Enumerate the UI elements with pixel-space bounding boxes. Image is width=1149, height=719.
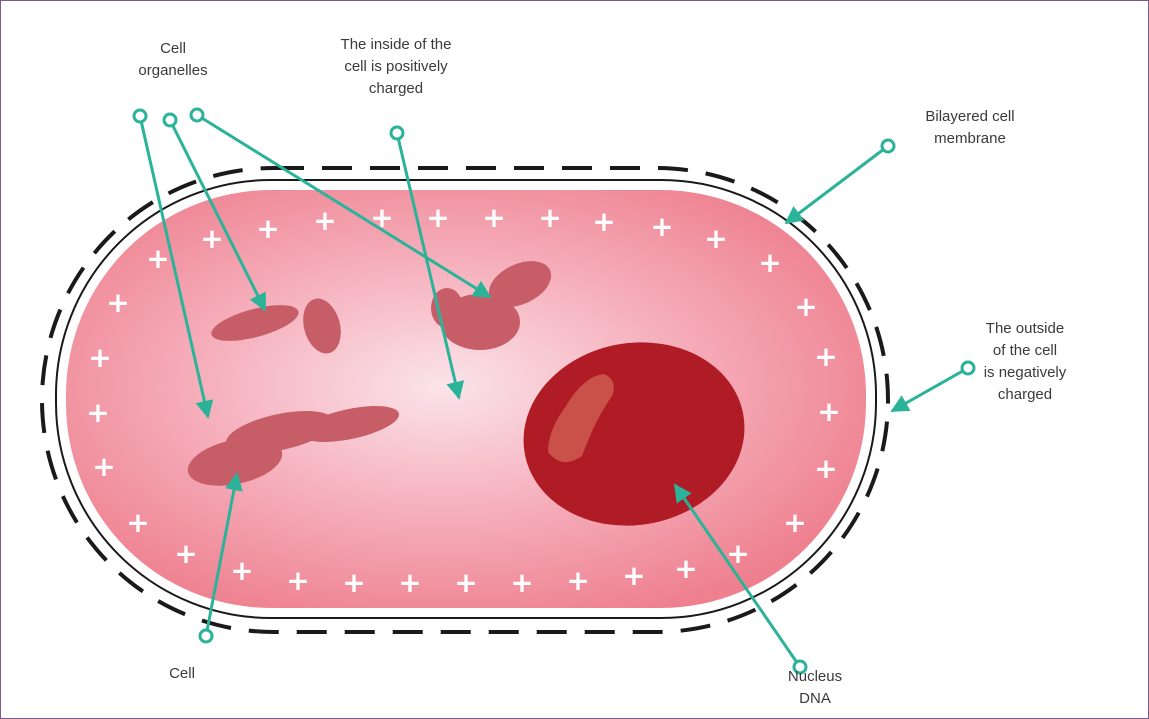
plus-sign: +	[592, 205, 615, 238]
plus-sign: +	[538, 201, 561, 234]
plus-sign: +	[650, 210, 673, 243]
label-cell: Cell	[152, 663, 212, 685]
plus-sign: +	[342, 566, 365, 599]
label-bilayered-membrane: Bilayered cell membrane	[905, 106, 1035, 150]
plus-sign: +	[230, 554, 253, 587]
label-cell-organelles: Cell organelles	[118, 38, 228, 82]
plus-sign: +	[566, 564, 589, 597]
plus-sign: +	[200, 222, 223, 255]
plus-sign: +	[814, 452, 837, 485]
plus-sign: +	[482, 201, 505, 234]
ring-cell	[200, 630, 212, 642]
ring-membrane	[882, 140, 894, 152]
plus-sign: +	[106, 286, 129, 319]
plus-sign: +	[174, 537, 197, 570]
pointer-membrane	[786, 146, 888, 223]
label-inside-positive: The inside of the cell is positively cha…	[306, 34, 486, 100]
plus-sign: +	[783, 506, 806, 539]
plus-sign: +	[814, 340, 837, 373]
plus-sign: +	[92, 450, 115, 483]
plus-sign: +	[256, 212, 279, 245]
ring-organelles-3	[191, 109, 203, 121]
plus-sign: +	[146, 242, 169, 275]
plus-sign: +	[758, 246, 781, 279]
ring-inside	[391, 127, 403, 139]
plus-sign: +	[674, 552, 697, 585]
plus-sign: +	[126, 506, 149, 539]
ring-organelles-1	[134, 110, 146, 122]
plus-sign: +	[313, 204, 336, 237]
plus-sign: +	[817, 395, 840, 428]
plus-sign: +	[794, 290, 817, 323]
pointer-outside	[892, 368, 968, 411]
label-nucleus-dna: Nucleus DNA	[775, 666, 855, 710]
plus-sign: +	[454, 566, 477, 599]
plus-sign: +	[704, 222, 727, 255]
label-outside-negative: The outside of the cell is negatively ch…	[965, 318, 1085, 406]
plus-sign: +	[426, 201, 449, 234]
plus-sign: +	[510, 566, 533, 599]
plus-sign: +	[286, 564, 309, 597]
plus-sign: +	[86, 396, 109, 429]
plus-sign: +	[622, 559, 645, 592]
ring-organelles-2	[164, 114, 176, 126]
plus-sign: +	[398, 566, 421, 599]
plus-sign: +	[88, 341, 111, 374]
